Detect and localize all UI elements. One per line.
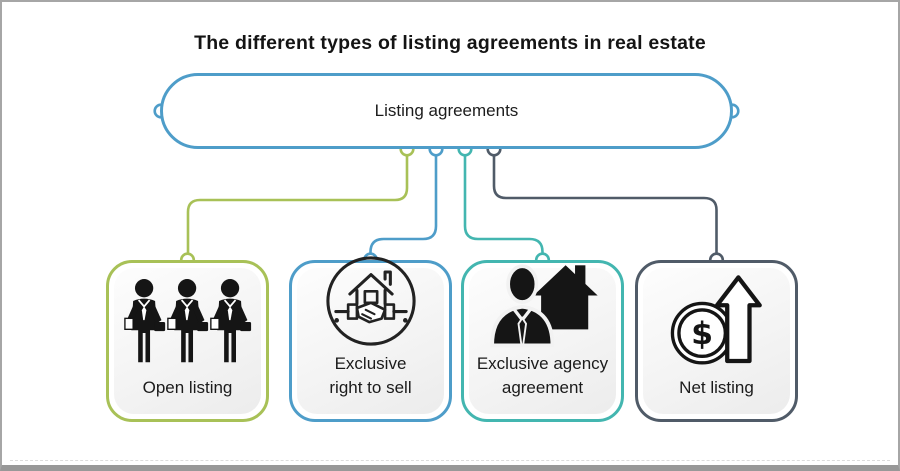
page-title: The different types of listing agreement… xyxy=(194,32,706,54)
dollar-rise-icon: $ xyxy=(643,268,790,376)
branch-label-exclusive-agency: Exclusive agency agreement xyxy=(476,354,609,398)
branch-box-exclusive-right-panel: Exclusive right to sell xyxy=(297,256,444,414)
connector-exclusive-agency xyxy=(463,149,544,254)
connector-net-listing xyxy=(492,149,718,254)
root-node-label: Listing agreements xyxy=(374,101,519,120)
branch-label-open-listing: Open listing xyxy=(142,378,233,398)
three-businessmen-icon xyxy=(114,268,261,376)
branch-box-open-listing-panel: Open listing xyxy=(114,268,261,414)
branch-box-exclusive-agency-agreement: Exclusive agency agreement xyxy=(461,260,624,422)
agent-with-house-icon xyxy=(469,254,616,352)
branch-label-exclusive-right: Exclusive right to sell xyxy=(329,354,412,398)
bottom-dashed-divider xyxy=(10,460,890,461)
branch-box-net-listing: $ Net listing xyxy=(635,260,798,422)
dollar-symbol: $ xyxy=(691,316,713,352)
branch-box-exclusive-agency-panel: Exclusive agency agreement xyxy=(469,264,616,414)
branch-box-exclusive-right-to-sell: Exclusive right to sell xyxy=(289,256,452,422)
connector-exclusive-right xyxy=(369,149,438,254)
branch-box-open-listing: Open listing xyxy=(106,260,269,422)
house-handshake-icon xyxy=(297,250,444,352)
branch-label-net-listing: Net listing xyxy=(679,378,754,398)
root-node-listing-agreements: Listing agreements xyxy=(160,73,733,149)
branch-box-net-listing-panel: $ Net listing xyxy=(643,268,790,414)
connector-open-listing xyxy=(186,149,409,254)
